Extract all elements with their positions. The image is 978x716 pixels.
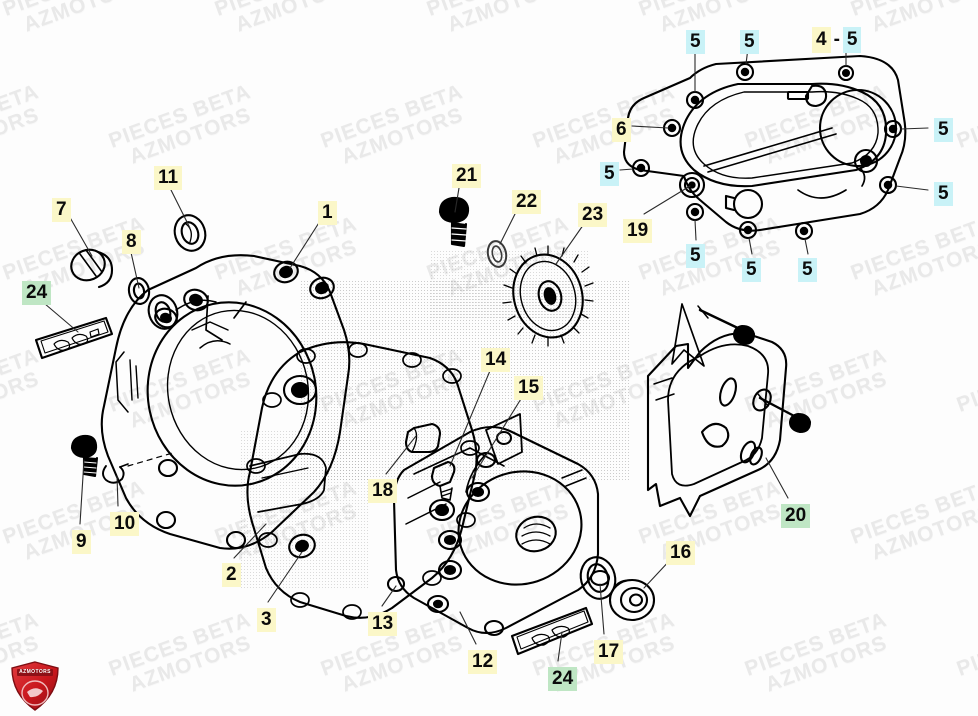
callout-label-5[interactable]: 5 [740, 30, 759, 54]
callout-label-20[interactable]: 20 [781, 504, 811, 528]
callout-label-10[interactable]: 10 [110, 512, 140, 536]
callout-label-5[interactable]: 5 [742, 258, 761, 282]
logo-banner: AZMOTORS [17, 669, 53, 676]
callout-label-7[interactable]: 7 [52, 198, 71, 222]
callout-label-13[interactable]: 13 [368, 612, 398, 636]
logo-text: AZMOTORS [19, 669, 51, 675]
callout-label-5[interactable]: 5 [798, 258, 817, 282]
callout-label-4-5[interactable]: 4-5 [812, 27, 862, 53]
callout-label-18[interactable]: 18 [368, 479, 398, 503]
callout-label-22[interactable]: 22 [512, 190, 542, 214]
shield-icon [11, 661, 59, 711]
callout-label-5[interactable]: 5 [686, 244, 705, 268]
callout-label-14[interactable]: 14 [481, 348, 511, 372]
callout-label-17[interactable]: 17 [594, 640, 624, 664]
callout-label-23[interactable]: 23 [578, 203, 608, 227]
callout-label-2[interactable]: 2 [222, 563, 241, 587]
callout-part-5[interactable]: 5 [842, 27, 862, 53]
callout-label-5[interactable]: 5 [600, 162, 619, 186]
azmotors-shield-logo: AZMOTORS [8, 660, 62, 712]
callout-label-9[interactable]: 9 [72, 530, 91, 554]
callout-label-5[interactable]: 5 [934, 118, 953, 142]
callout-label-24[interactable]: 24 [548, 667, 578, 691]
callout-label-11[interactable]: 11 [154, 166, 183, 190]
callout-label-5[interactable]: 5 [934, 182, 953, 206]
callout-part-4[interactable]: 4 [812, 27, 831, 53]
callout-label-1[interactable]: 1 [318, 201, 337, 225]
callout-label-12[interactable]: 12 [468, 650, 498, 674]
callout-label-6[interactable]: 6 [612, 118, 631, 142]
callout-label-15[interactable]: 15 [514, 376, 544, 400]
callout-label-21[interactable]: 21 [452, 164, 482, 188]
callout-label-3[interactable]: 3 [257, 608, 276, 632]
callout-separator: - [833, 29, 840, 50]
callout-label-5[interactable]: 5 [686, 30, 705, 54]
callout-label-19[interactable]: 19 [623, 219, 653, 243]
callout-label-24[interactable]: 24 [22, 281, 52, 305]
callout-label-16[interactable]: 16 [666, 541, 696, 565]
callout-label-8[interactable]: 8 [122, 230, 141, 254]
